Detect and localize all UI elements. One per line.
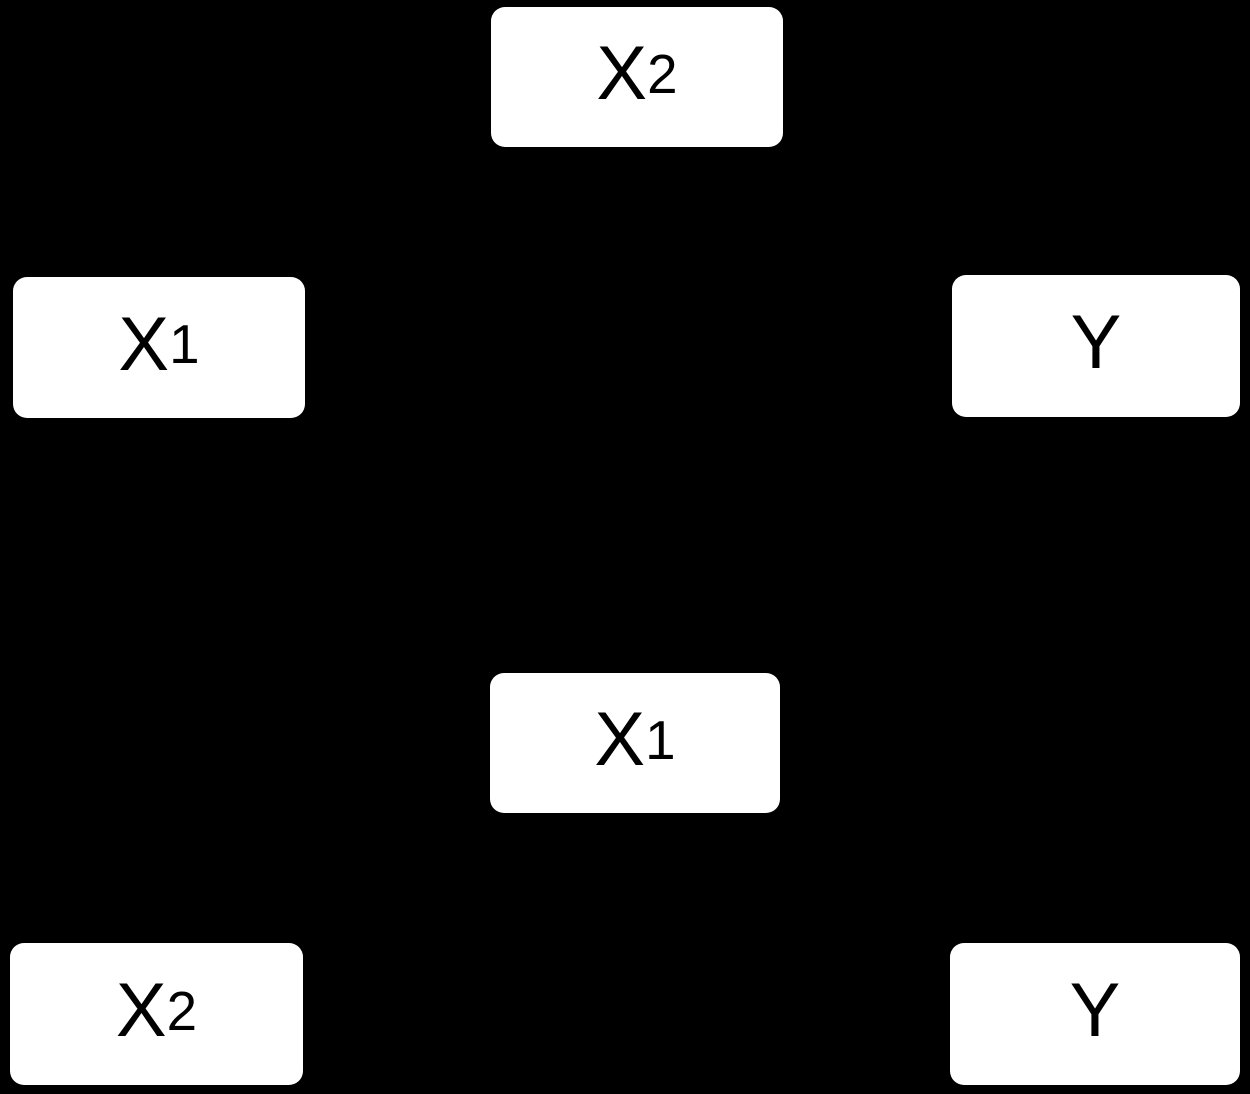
node-label-subscript: 2 xyxy=(647,42,678,105)
node-label-subscript: 1 xyxy=(645,708,676,771)
top-node-y: Y xyxy=(952,275,1240,417)
node-label: Y xyxy=(1070,300,1122,385)
node-label-subscript: 1 xyxy=(169,313,200,376)
node-label: X xyxy=(594,697,646,782)
bottom-node-y: Y xyxy=(950,943,1240,1085)
node-label-subscript: 2 xyxy=(166,979,198,1042)
node-label: X xyxy=(115,968,167,1053)
node-label: X xyxy=(118,301,170,387)
node-label: X xyxy=(596,31,648,116)
node-label: Y xyxy=(1069,968,1121,1053)
